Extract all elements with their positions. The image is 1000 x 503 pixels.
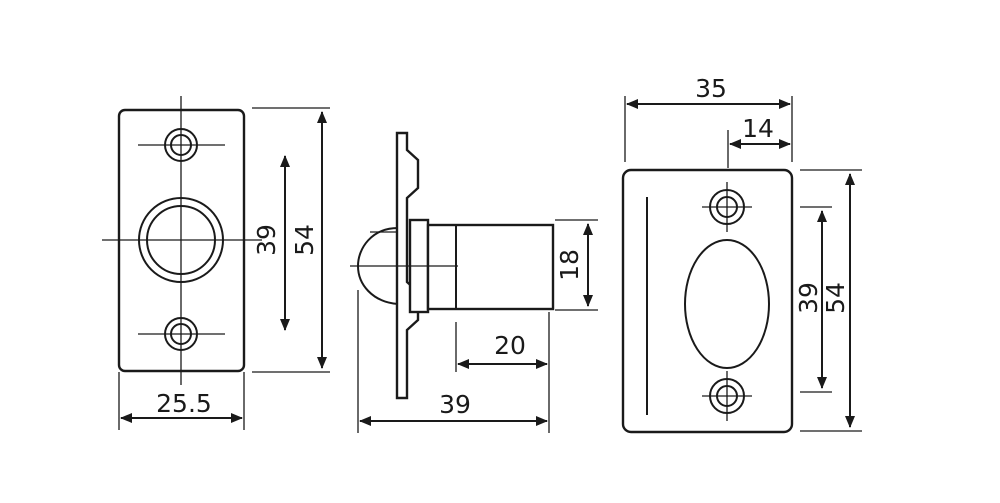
- strike-hole-spacing-label: 39: [794, 282, 823, 314]
- strike-bottom-screw-hole: [702, 371, 752, 421]
- front-hole-spacing-dimension: 39: [252, 155, 290, 331]
- ball-opening: [138, 197, 224, 283]
- flange-plate: [395, 131, 420, 400]
- oval-slot: [684, 239, 770, 369]
- side-diameter-label: 18: [555, 249, 584, 281]
- front-view: 25.5 39 54: [102, 96, 330, 430]
- bolt-body: [426, 223, 555, 311]
- side-bolt-length-label: 20: [494, 331, 526, 360]
- strike-height-dimension: 54: [800, 169, 862, 432]
- strike-offset-label: 14: [742, 114, 774, 143]
- strike-plate-outline: [621, 168, 794, 434]
- strike-height-label: 54: [821, 282, 850, 314]
- strike-hole-spacing-dimension: 39: [794, 206, 832, 393]
- strike-top-screw-hole: [702, 182, 752, 232]
- strike-offset-dimension: 14: [727, 114, 791, 168]
- side-diameter-dimension: 18: [555, 219, 598, 311]
- bottom-mounting-hole: [164, 317, 198, 351]
- strike-width-label: 35: [695, 74, 727, 103]
- strike-view: 35 14 39 54: [621, 74, 862, 434]
- side-view: 18 20 39: [350, 131, 598, 433]
- side-total-length-label: 39: [439, 390, 471, 419]
- front-width-dimension: 25.5: [118, 372, 245, 430]
- side-total-length-dimension: 39: [357, 290, 550, 433]
- front-height-dimension: 54: [252, 107, 330, 373]
- front-width-label: 25.5: [156, 389, 212, 418]
- top-mounting-hole: [164, 128, 198, 162]
- front-hole-spacing-label: 39: [252, 224, 281, 256]
- side-bolt-length-dimension: 20: [455, 312, 550, 372]
- strike-width-dimension: 35: [624, 74, 793, 162]
- front-height-label: 54: [290, 224, 319, 256]
